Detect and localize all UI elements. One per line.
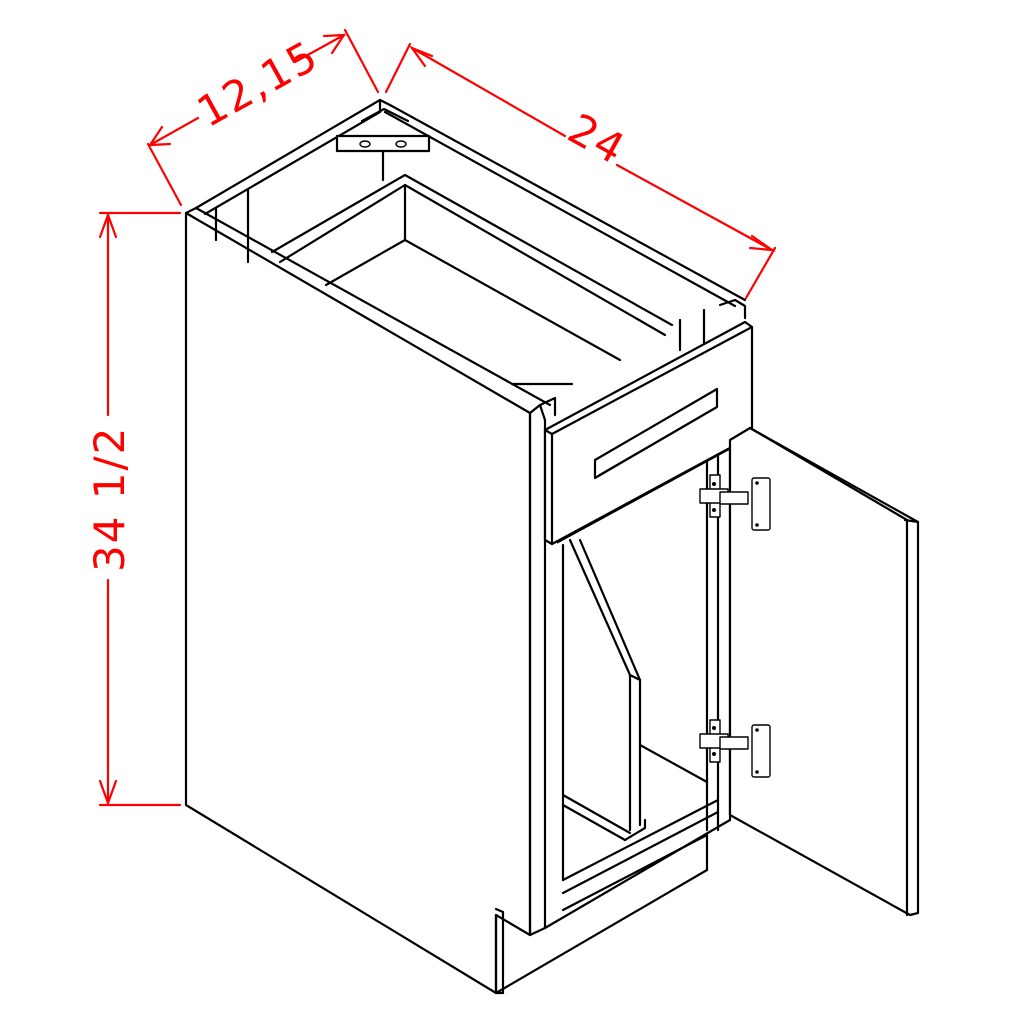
height-dimension-label: 34 1/2 — [85, 426, 134, 572]
interior-lines — [270, 173, 706, 386]
dimension-width: 24 — [384, 42, 777, 300]
dimension-height: 34 1/2 — [85, 211, 182, 807]
dimension-depth: 12,15 — [146, 28, 380, 207]
mounting-bracket — [335, 107, 431, 182]
divider-panel — [561, 538, 709, 842]
hinge-upper — [699, 474, 771, 531]
face-frame — [494, 298, 747, 995]
drawer-handle-recess — [593, 387, 719, 480]
depth-dimension-label: 12,15 — [189, 31, 327, 137]
door-open — [728, 426, 920, 917]
top-rails — [184, 98, 747, 407]
hinge-lower — [699, 719, 771, 778]
toe-kick — [494, 907, 505, 995]
side-panel — [184, 211, 532, 995]
width-dimension-label: 24 — [560, 104, 634, 175]
cabinet-drawing — [184, 98, 920, 995]
drawer-front — [543, 320, 754, 546]
